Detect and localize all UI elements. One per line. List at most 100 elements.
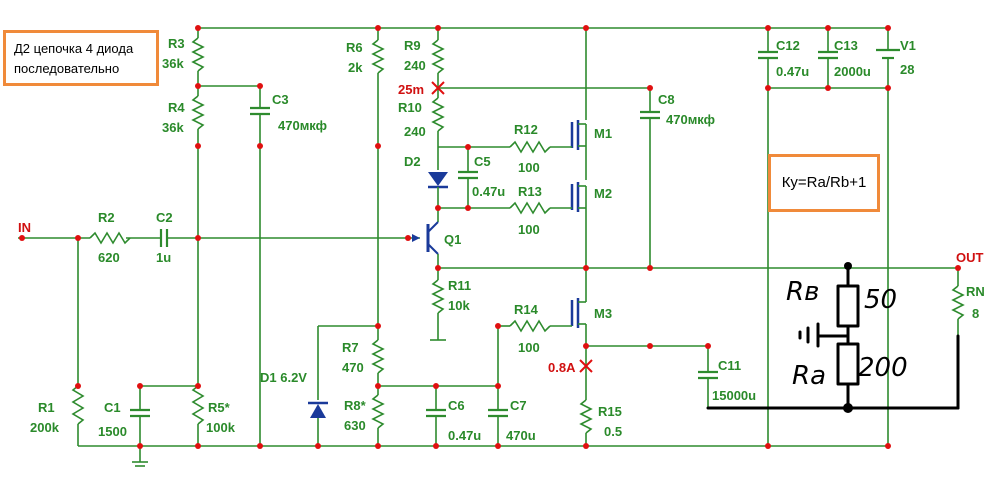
power-filter (758, 28, 965, 446)
r14-symbol (509, 319, 551, 333)
r9-symbol (431, 39, 445, 74)
r9-label: R9 (404, 38, 421, 53)
q1-label: Q1 (444, 232, 461, 247)
note-line-1: Д2 цепочка 4 диода (14, 41, 134, 56)
r3-symbol (191, 37, 205, 72)
probe-25m-marker (431, 81, 445, 95)
r13-value: 100 (518, 222, 540, 237)
r1-value: 200k (30, 420, 60, 435)
r13-symbol (509, 201, 551, 215)
r11-symbol (431, 279, 445, 314)
r2-value: 620 (98, 250, 120, 265)
r8-label: R8* (344, 398, 367, 413)
mosfet-stage (468, 28, 718, 446)
out-port-label: OUT (956, 250, 984, 265)
c7-label: C7 (510, 398, 527, 413)
bias-divider (191, 28, 270, 446)
c1-value: 1500 (98, 424, 127, 439)
rb-resistor-sketch (836, 284, 860, 328)
c6-value: 0.47u (448, 428, 481, 443)
r12-label: R12 (514, 122, 538, 137)
gain-formula-text: Ку=Ra/Rb+1 (781, 174, 867, 191)
probe-markers (431, 81, 593, 373)
gain-formula-note: Ку=Ra/Rb+1 (768, 154, 880, 212)
d1-symbol (310, 404, 326, 418)
node-dots (19, 25, 961, 449)
d1-label: D1 6.2V (260, 370, 307, 385)
c12-label: C12 (776, 38, 800, 53)
r4-label: R4 (168, 100, 185, 115)
c3-label: C3 (272, 92, 289, 107)
rn-symbol (951, 285, 965, 320)
r4-symbol (191, 95, 205, 130)
c8-value: 470мкф (666, 112, 715, 127)
r15-symbol (579, 399, 593, 434)
r6-symbol (371, 39, 385, 74)
r10-label: R10 (398, 100, 422, 115)
c3-value: 470мкф (278, 118, 327, 133)
labels: IN R2 620 C2 1u R1 200k C1 1500 R5* 100k… (18, 36, 985, 443)
r5-value: 100k (206, 420, 236, 435)
r12-symbol (509, 140, 551, 154)
r3-label: R3 (168, 36, 185, 51)
c13-value: 2000u (834, 64, 871, 79)
handwritten-ra-label: Ra (792, 361, 826, 391)
rn-label: RN (966, 284, 985, 299)
c11-label: C11 (718, 358, 741, 373)
d2-label: D2 (404, 154, 421, 169)
r10-symbol (431, 97, 445, 132)
note-line-2: последовательно (14, 61, 120, 76)
c11-value: 15000u (712, 388, 756, 403)
c5-value: 0.47u (472, 184, 505, 199)
r15-value: 0.5 (604, 424, 622, 439)
handwritten-feedback (706, 262, 960, 413)
c1-label: C1 (104, 400, 121, 415)
r2-symbol (89, 231, 131, 245)
c2-label: C2 (156, 210, 173, 225)
r3-value: 36k (162, 56, 184, 71)
r10-value: 240 (404, 124, 426, 139)
r8-value: 630 (344, 418, 366, 433)
rn-value: 8 (972, 306, 979, 321)
r7-symbol (371, 339, 385, 374)
d2-symbol (428, 172, 448, 186)
r12-value: 100 (518, 160, 540, 175)
r2-label: R2 (98, 210, 115, 225)
r7-label: R7 (342, 340, 359, 355)
probe-08a-label: 0.8A (548, 360, 576, 375)
v1-label: V1 (900, 38, 916, 53)
handwritten-rb-value: 50 (864, 285, 897, 315)
q1-stage (412, 28, 650, 341)
v1-value: 28 (900, 62, 914, 77)
r11-value: 10k (448, 298, 470, 313)
c5-label: C5 (474, 154, 491, 169)
probe-08a-marker (579, 359, 593, 373)
c7-value: 470u (506, 428, 536, 443)
probe-25m-label: 25m (398, 82, 424, 97)
c6-label: C6 (448, 398, 465, 413)
r14-label: R14 (514, 302, 539, 317)
diode-chain-note: Д2 цепочка 4 диода последовательно (3, 30, 159, 86)
c13-label: C13 (834, 38, 858, 53)
r5-label: R5* (208, 400, 231, 415)
c12-value: 0.47u (776, 64, 809, 79)
m3-label: M3 (594, 306, 612, 321)
ra-resistor-sketch (836, 342, 860, 386)
r5-symbol (191, 385, 205, 425)
r7-value: 470 (342, 360, 364, 375)
r15-label: R15 (598, 404, 622, 419)
r6-value: 2k (348, 60, 363, 75)
r9-value: 240 (404, 58, 426, 73)
r13-label: R13 (518, 184, 542, 199)
r4-value: 36k (162, 120, 184, 135)
r1-label: R1 (38, 400, 55, 415)
m2-label: M2 (594, 186, 612, 201)
c8-label: C8 (658, 92, 675, 107)
r6-label: R6 (346, 40, 363, 55)
c2-value: 1u (156, 250, 171, 265)
r1-symbol (71, 385, 85, 425)
handwritten-rb-label: Rв (786, 277, 819, 307)
r8-symbol (371, 394, 385, 429)
